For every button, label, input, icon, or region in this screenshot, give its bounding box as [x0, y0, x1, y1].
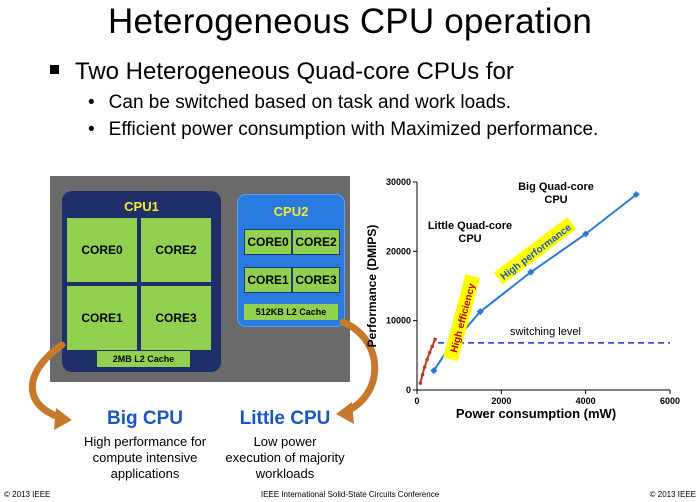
series-label-line: CPU: [458, 233, 481, 245]
little-cpu-desc-line: execution of majority: [225, 450, 345, 465]
dot-bullet-icon: •: [88, 92, 95, 113]
dot-bullet-icon: •: [88, 119, 95, 140]
big-cpu-point: [476, 308, 484, 316]
big-cpu-description: High performance for compute intensive a…: [60, 434, 230, 482]
footer-left: © 2013 IEEE: [4, 490, 51, 499]
big-cpu-desc-line: compute intensive: [92, 450, 198, 465]
cpu1-core1: CORE1: [67, 286, 137, 350]
cpu1-core0: CORE0: [67, 218, 137, 282]
x-tick-label: 4000: [576, 396, 596, 406]
little-cpu-point: [425, 357, 429, 362]
big-cpu-point: [632, 190, 640, 199]
little-cpu-caption: Little CPU Low power execution of majori…: [210, 408, 360, 482]
cpu2-core2: CORE2: [292, 229, 340, 255]
sub-bullet-text: Can be switched based on task and work l…: [108, 92, 512, 113]
cpu2-label: CPU2: [273, 204, 309, 219]
cpu1-block: CPU1 CORE0 CORE2 CORE1 CORE3 2MB L2 Cach…: [62, 191, 221, 372]
series-label-line: Big Quad-core: [518, 181, 594, 193]
big-cpu-caption: Big CPU High performance for compute int…: [60, 408, 230, 482]
x-tick-label: 0: [414, 396, 419, 406]
big-cpu-arrowhead-icon: [54, 408, 72, 430]
cpu1-l2-cache: 2MB L2 Cache: [97, 351, 190, 367]
footer-right: © 2013 IEEE: [649, 490, 696, 499]
little-cpu-point: [427, 350, 432, 355]
square-bullet-icon: [50, 65, 59, 75]
sub-bullet: • Can be switched based on task and work …: [88, 92, 511, 114]
x-tick-label: 6000: [660, 396, 680, 406]
performance-power-chart: 0 2000 4000 6000 0 10000 20000 30000 Power cons…: [365, 177, 680, 421]
y-tick-label: 10000: [386, 316, 411, 326]
little-cpu-point: [422, 365, 427, 369]
sub-bullet-text: Efficient power consumption with Maximiz…: [108, 119, 599, 140]
main-bullet-text: Two Heterogeneous Quad-core CPUs for: [75, 58, 514, 85]
big-cpu-point: [430, 367, 438, 375]
x-axis-label: Power consumption (mW): [456, 406, 616, 421]
little-cpu-description: Low power execution of majority workload…: [210, 434, 360, 482]
cpu1-core2: CORE2: [141, 218, 211, 282]
big-cpu-arrow-icon: [28, 341, 66, 422]
y-tick-label: 30000: [386, 177, 411, 187]
little-cpu-desc-line: workloads: [255, 466, 315, 481]
cpu1-core3: CORE3: [141, 286, 211, 350]
cpu2-core1: CORE1: [244, 267, 292, 293]
little-cpu-title: Little CPU: [239, 408, 331, 429]
y-tick-label: 0: [406, 385, 411, 395]
cpu2-core0: CORE0: [244, 229, 292, 255]
little-cpu-arrow-icon: [339, 318, 379, 416]
little-cpu-desc-line: Low power: [253, 434, 317, 449]
big-cpu-desc-line: High performance for: [83, 434, 207, 449]
little-cpu-point: [420, 372, 425, 377]
big-cpu-title: Big CPU: [107, 408, 183, 429]
cpu2-core3: CORE3: [292, 267, 340, 293]
footer-center: IEEE International Solid-State Circuits …: [260, 490, 440, 499]
little-cpu-point: [433, 337, 437, 342]
sub-bullet: • Efficient power consumption with Maximi…: [88, 119, 598, 141]
x-tick-label: 2000: [491, 396, 511, 406]
series-label-line: CPU: [544, 194, 567, 206]
cpu1-label: CPU1: [124, 199, 159, 214]
main-bullet: Two Heterogeneous Quad-core CPUs for: [50, 58, 514, 86]
series-label-line: Little Quad-core: [428, 220, 512, 232]
little-cpu-arrowhead-icon: [336, 402, 354, 424]
y-axis-label: Performance (DMIPS): [365, 225, 379, 348]
switching-level-label: switching level: [510, 326, 581, 338]
little-cpu-point: [430, 344, 434, 349]
slide-title: Heterogeneous CPU operation: [107, 2, 593, 41]
cpu2-l2-cache: 512KB L2 Cache: [244, 304, 338, 320]
y-tick-label: 20000: [386, 246, 411, 256]
little-cpu-point: [418, 381, 423, 385]
big-cpu-desc-line: applications: [110, 466, 180, 481]
cpu2-block: CPU2 CORE0 CORE2 CORE1 CORE3 512KB L2 Ca…: [237, 194, 345, 327]
